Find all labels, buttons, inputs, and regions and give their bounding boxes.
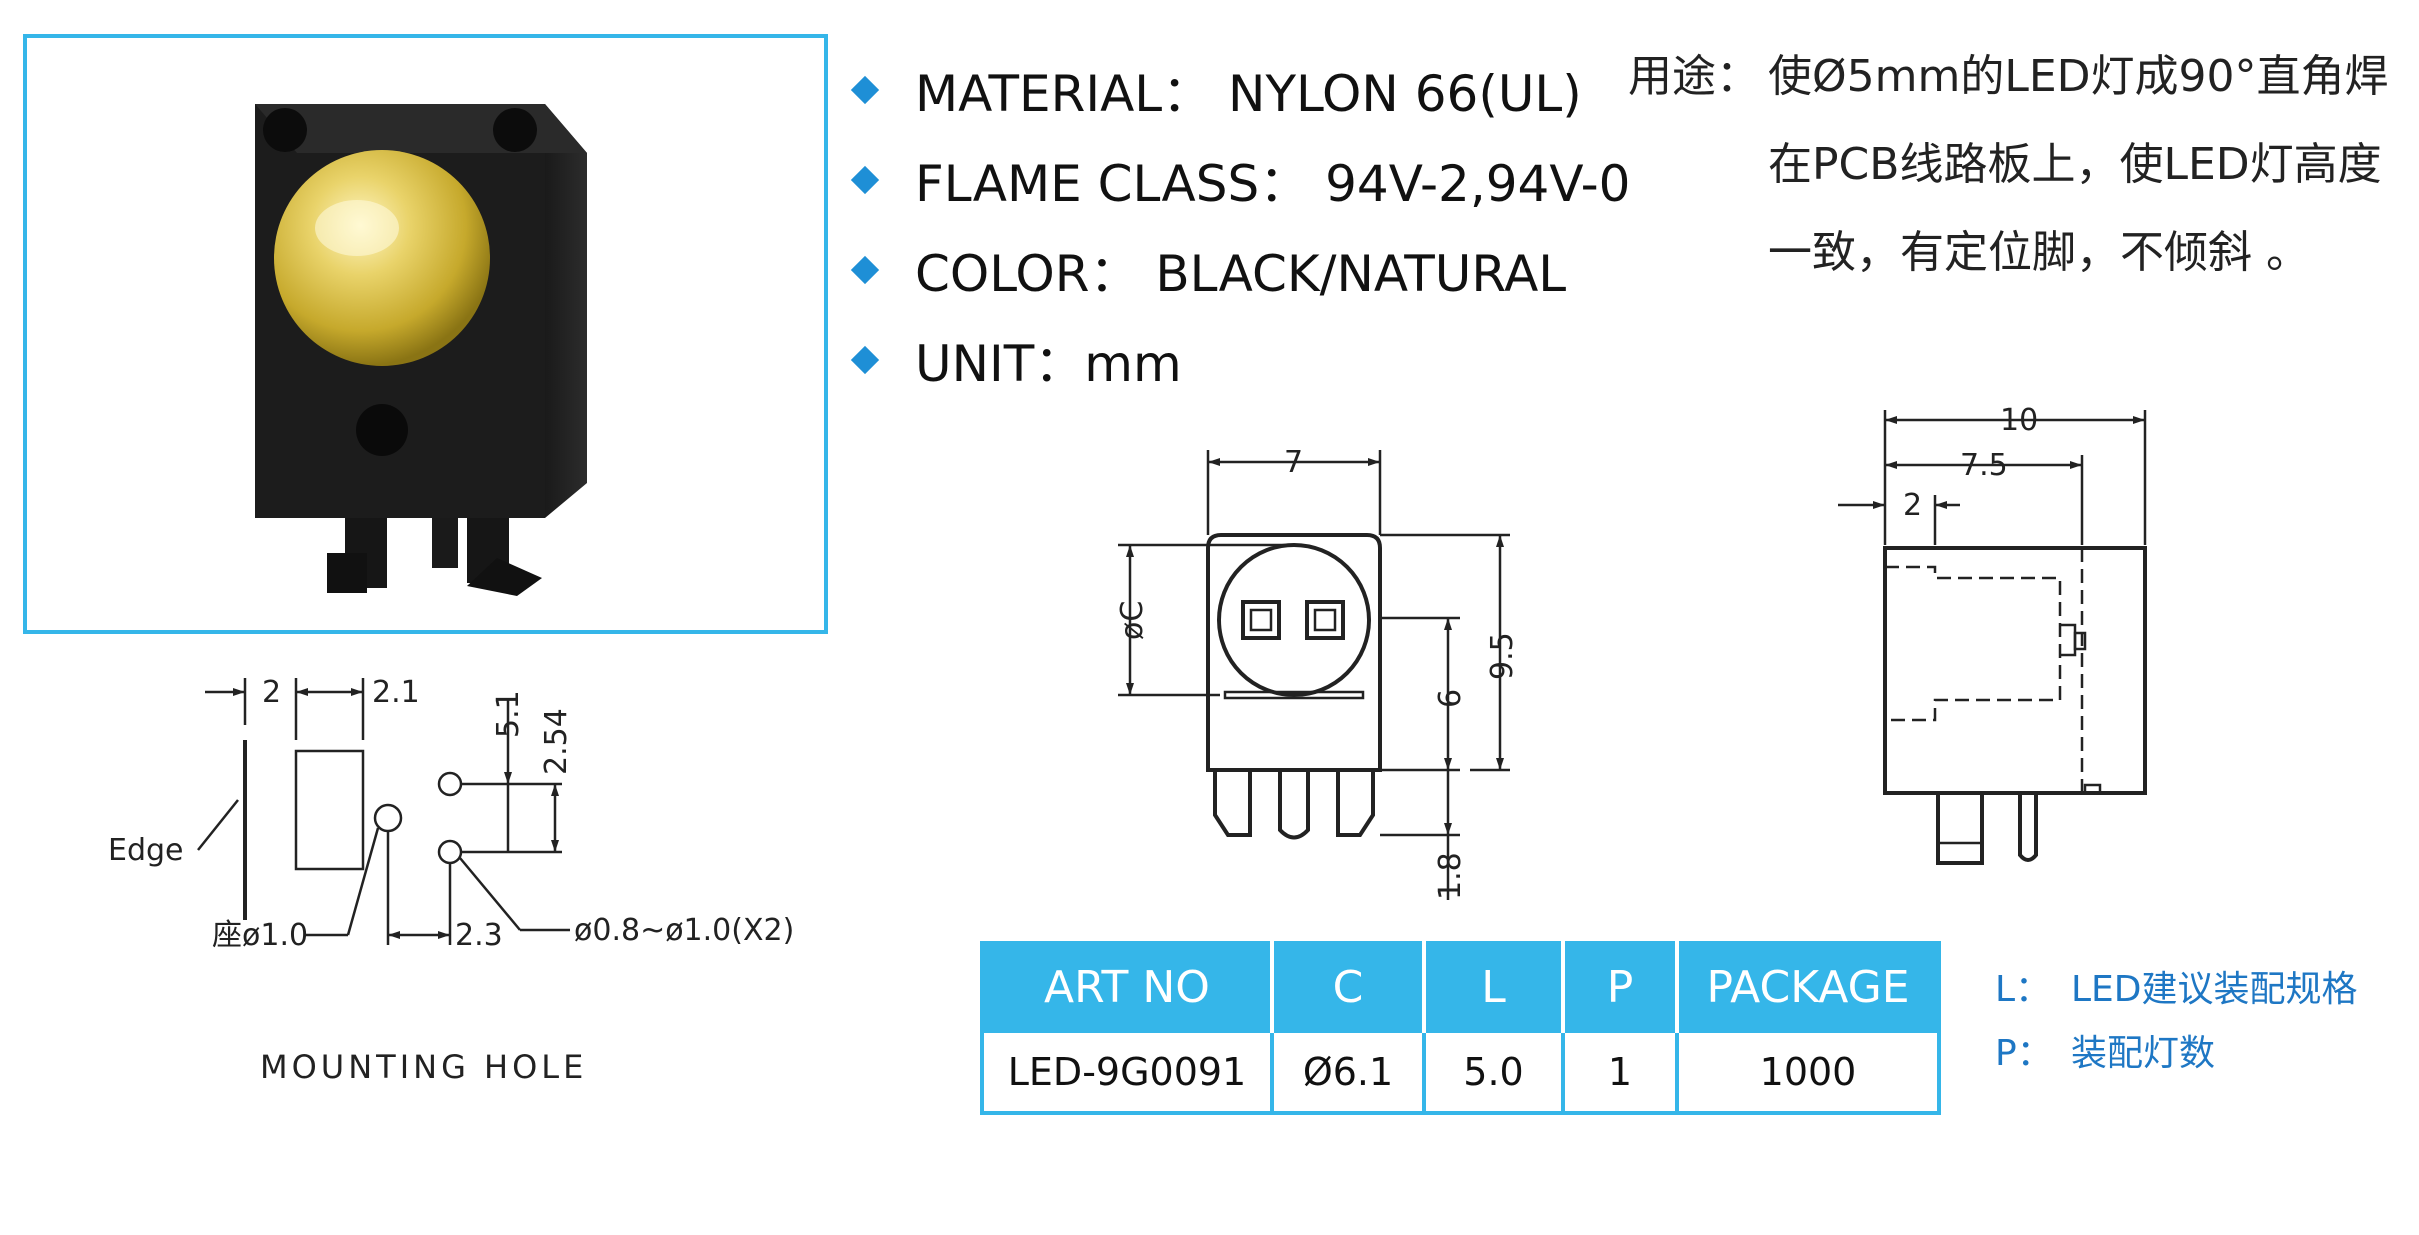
usage-label: 用途：: [1628, 51, 1760, 102]
spec-unit: UNIT：mm: [845, 315, 1625, 405]
cell-p: 1: [1561, 1029, 1677, 1113]
dim-7: 7: [1284, 445, 1303, 480]
mounting-hole-drawing: 2 2.1 5.1 2.54 Edge 座ø1.0 2.3 ø0.8~ø1.0(…: [108, 675, 794, 953]
edge-label: Edge: [108, 833, 184, 868]
spec-color: COLOR： BLACK/NATURAL: [845, 225, 1625, 315]
spec-text: MATERIAL： NYLON 66(UL): [915, 65, 1582, 123]
dim-1-8: 1.8: [1433, 852, 1468, 900]
spec-table: ART NO C L P PACKAGE LED-9G0091 Ø6.1 5.0…: [980, 941, 1941, 1115]
col-c: C: [1270, 943, 1424, 1031]
col-l: L: [1422, 943, 1563, 1031]
spec-text: UNIT：mm: [915, 335, 1182, 393]
usage-line: 一致，有定位脚，不倾斜 。: [1768, 227, 2310, 278]
cell-c: Ø6.1: [1270, 1029, 1424, 1113]
spec-flame-class: FLAME CLASS： 94V-2,94V-0: [845, 135, 1630, 225]
dim-2-side: 2: [1903, 488, 1922, 523]
dim-5-1: 5.1: [491, 690, 526, 738]
legend-value: 装配灯数: [2071, 1033, 2216, 1074]
spec-text: FLAME CLASS： 94V-2,94V-0: [915, 155, 1631, 213]
legend-key: L：: [1995, 969, 2052, 1010]
seat-label: 座ø1.0: [212, 918, 308, 953]
dim-10: 10: [2000, 403, 2038, 438]
spec-text: COLOR： BLACK/NATURAL: [915, 245, 1567, 303]
legend-key: P：: [1995, 1033, 2053, 1074]
table-header-row: ART NO C L P PACKAGE: [982, 943, 1939, 1031]
dim-6: 6: [1433, 689, 1468, 708]
dim-9-5: 9.5: [1485, 632, 1520, 680]
hole-label: ø0.8~ø1.0(X2): [574, 913, 794, 948]
cell-l: 5.0: [1422, 1029, 1563, 1113]
dim-c: øC: [1115, 601, 1150, 640]
legend-value: LED建议装配规格: [2071, 969, 2358, 1010]
table-row: LED-9G0091 Ø6.1 5.0 1 1000: [982, 1029, 1939, 1113]
usage-line: 在PCB线路板上，使LED灯高度: [1768, 139, 2382, 190]
dim-2-54: 2.54: [539, 708, 574, 775]
dim-2: 2: [262, 675, 281, 710]
mounting-hole-caption: MOUNTING HOLE: [260, 1048, 588, 1086]
col-art-no: ART NO: [982, 943, 1272, 1031]
dim-2-1: 2.1: [372, 675, 420, 710]
spec-material: MATERIAL： NYLON 66(UL): [845, 45, 1625, 135]
col-p: P: [1561, 943, 1677, 1031]
dim-2-3: 2.3: [455, 918, 503, 953]
usage-line: 使Ø5mm的LED灯成90°直角焊: [1768, 51, 2389, 102]
col-package: PACKAGE: [1675, 943, 1939, 1031]
product-photo: [23, 34, 828, 634]
cell-package: 1000: [1675, 1029, 1939, 1113]
cell-art-no: LED-9G0091: [982, 1029, 1272, 1113]
spec-list: MATERIAL： NYLON 66(UL) FLAME CLASS： 94V-…: [845, 45, 1630, 405]
dim-7-5: 7.5: [1960, 448, 2008, 483]
led-holder-image: [255, 104, 587, 596]
